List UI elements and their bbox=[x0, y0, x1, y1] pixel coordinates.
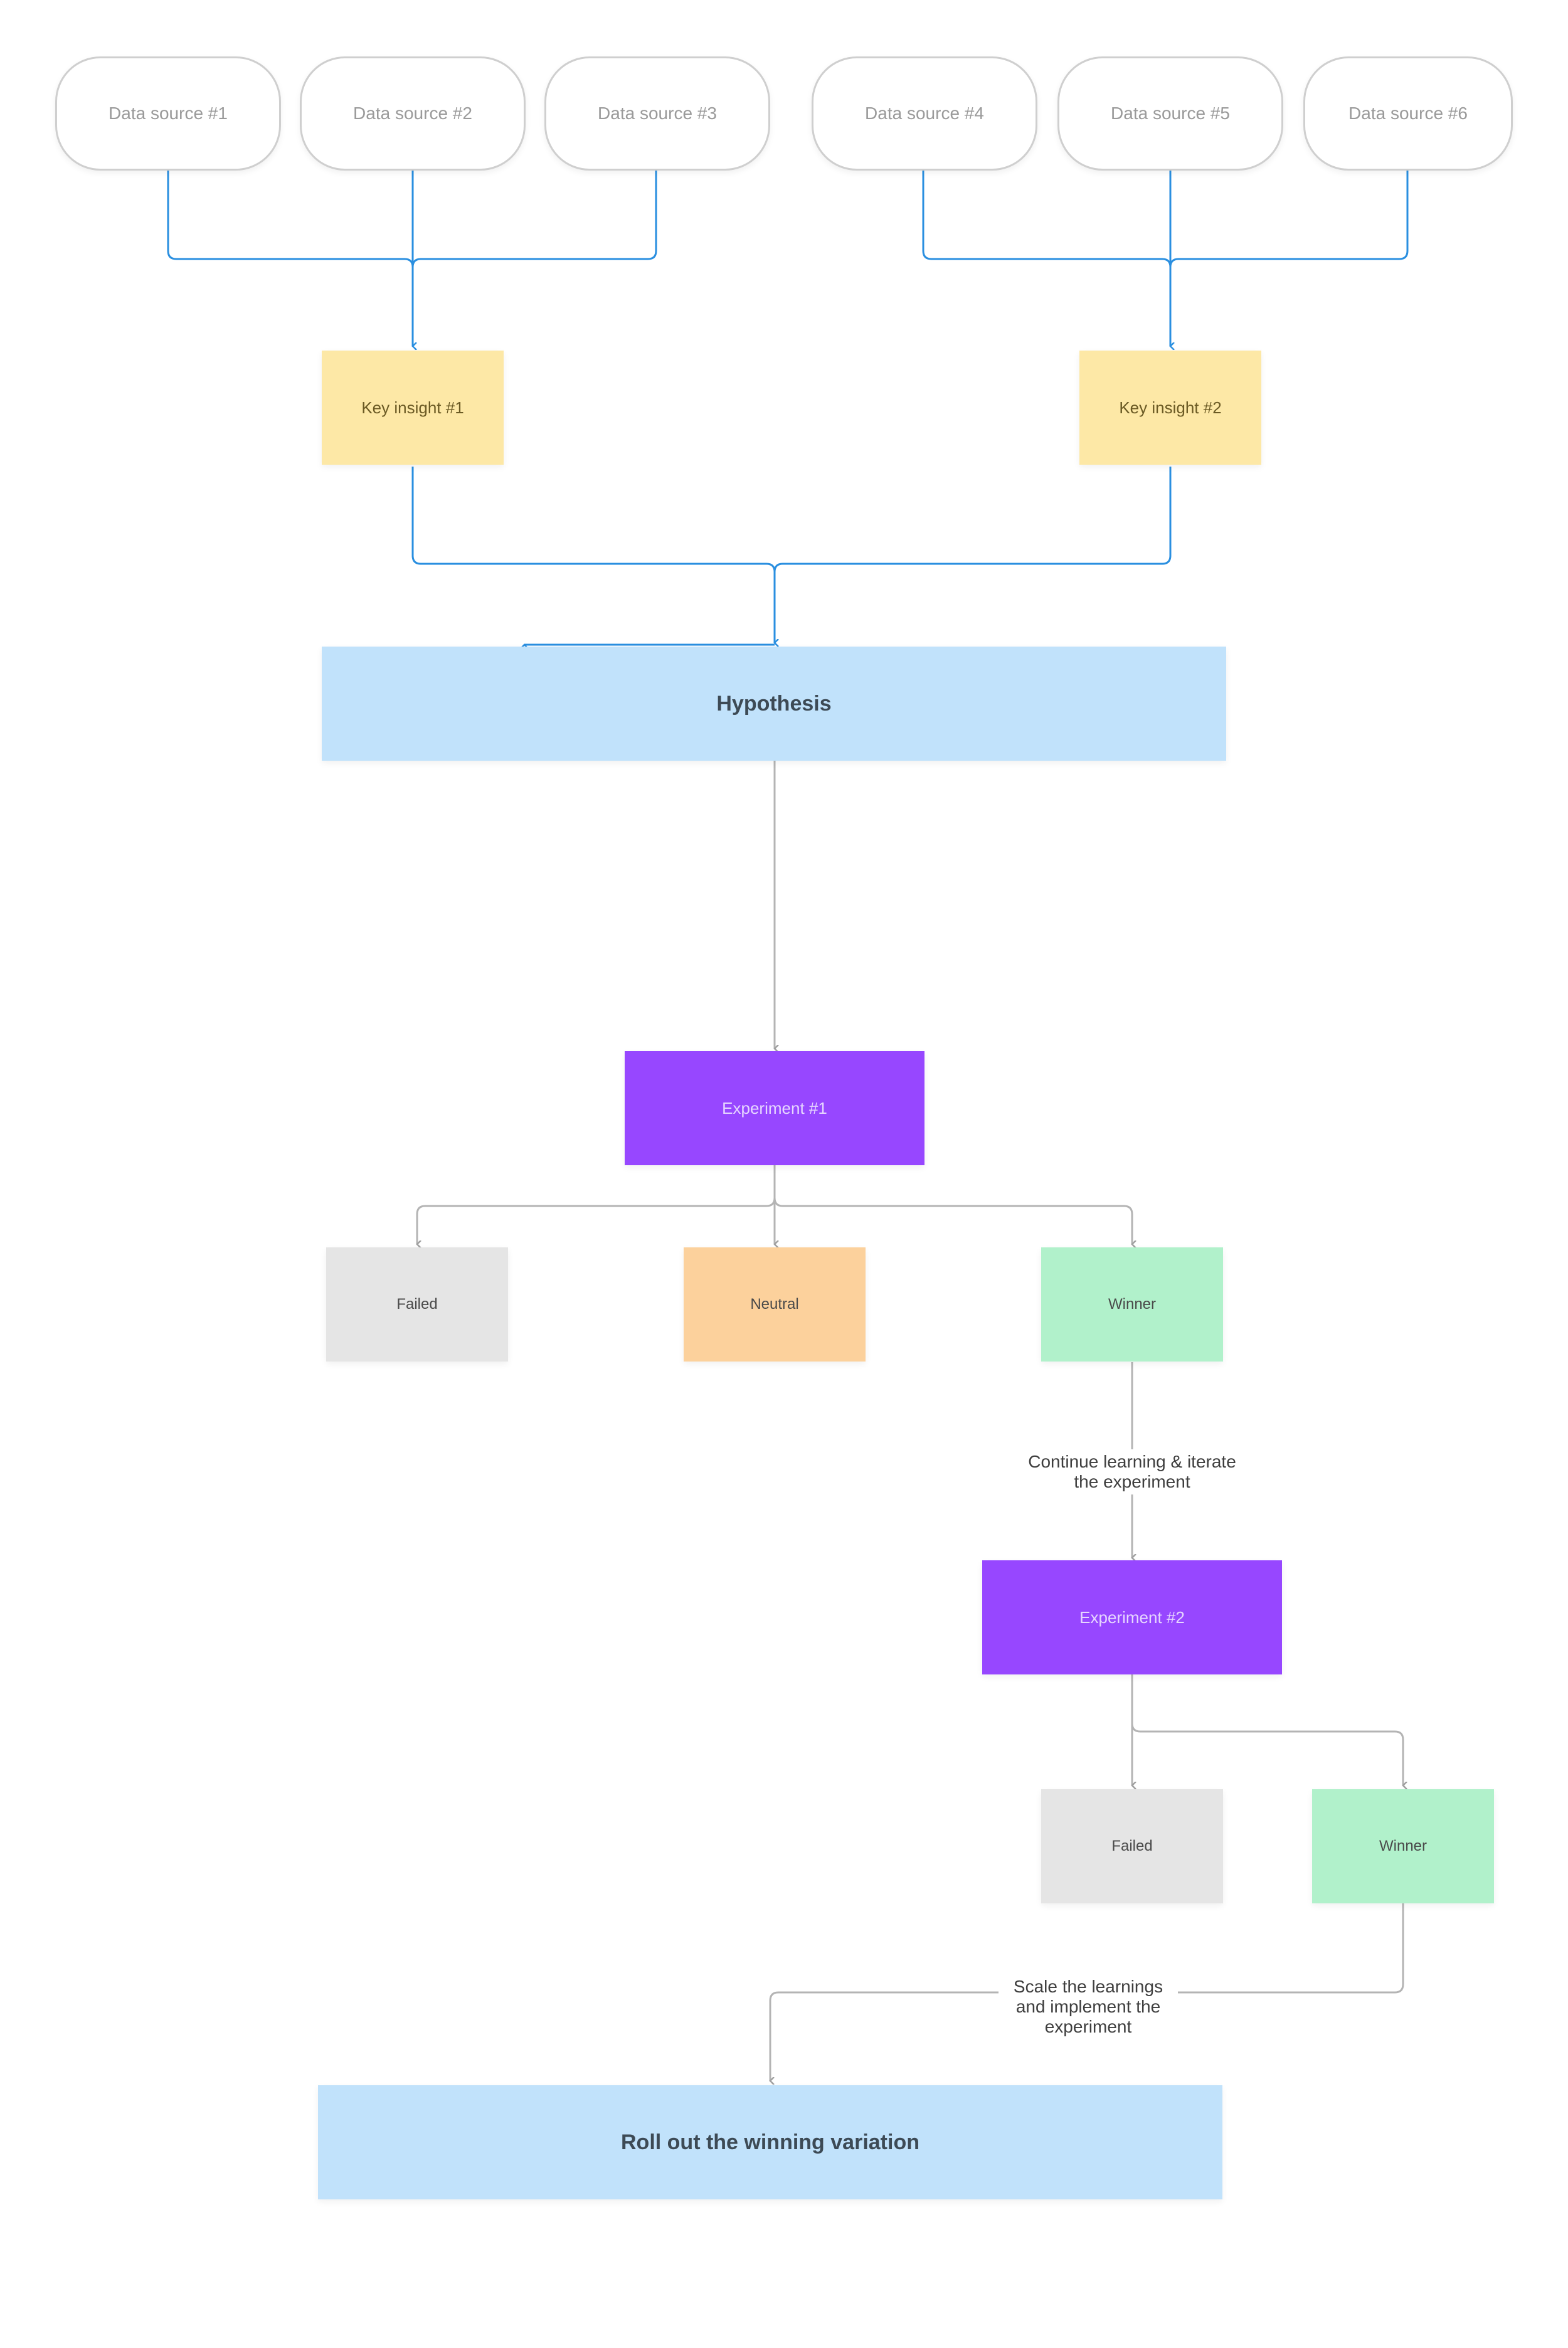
data-source-1: Data source #1 bbox=[55, 56, 281, 171]
result-failed-2: Failed bbox=[1041, 1789, 1223, 1903]
result-winner-1: Winner bbox=[1041, 1247, 1223, 1362]
result-label: Failed bbox=[396, 1296, 438, 1313]
data-source-3: Data source #3 bbox=[544, 56, 770, 171]
experiment-1: Experiment #1 bbox=[625, 1051, 924, 1165]
final-label: Roll out the winning variation bbox=[621, 2130, 919, 2154]
data-source-label: Data source #1 bbox=[109, 103, 228, 123]
edge-label-scale: Scale the learnings and implement the ex… bbox=[999, 1974, 1178, 2039]
connector-source6-insight2 bbox=[1169, 171, 1409, 268]
connector-experiment1-winner bbox=[773, 1197, 1132, 1244]
hypothesis-box: Hypothesis bbox=[322, 647, 1226, 761]
data-source-5: Data source #5 bbox=[1057, 56, 1283, 171]
key-insight-label: Key insight #2 bbox=[1119, 398, 1222, 417]
data-source-label: Data source #6 bbox=[1348, 103, 1468, 123]
result-label: Winner bbox=[1108, 1296, 1157, 1313]
data-source-label: Data source #2 bbox=[353, 103, 472, 123]
result-label: Neutral bbox=[750, 1296, 799, 1313]
result-failed-1: Failed bbox=[326, 1247, 508, 1362]
data-source-4: Data source #4 bbox=[812, 56, 1037, 171]
result-neutral-1: Neutral bbox=[684, 1247, 866, 1362]
connector-insight1-hypothesis bbox=[411, 467, 775, 643]
connector-source4-insight2 bbox=[922, 171, 1170, 346]
experiment-2: Experiment #2 bbox=[982, 1560, 1282, 1674]
key-insight-label: Key insight #1 bbox=[361, 398, 464, 417]
edge-label-iterate: Continue learning & iterate the experime… bbox=[1016, 1449, 1248, 1494]
experiment-label: Experiment #2 bbox=[1079, 1607, 1185, 1627]
hypothesis-label: Hypothesis bbox=[716, 691, 832, 716]
connector-source3-insight1 bbox=[411, 171, 657, 268]
final-box: Roll out the winning variation bbox=[318, 2085, 1222, 2199]
data-source-label: Data source #3 bbox=[598, 103, 717, 123]
result-label: Winner bbox=[1379, 1838, 1428, 1854]
data-source-label: Data source #5 bbox=[1111, 103, 1230, 123]
key-insight-1: Key insight #1 bbox=[322, 351, 504, 465]
experiment-label: Experiment #1 bbox=[722, 1098, 827, 1118]
connector-source1-insight1 bbox=[167, 171, 413, 346]
result-label: Failed bbox=[1111, 1838, 1153, 1854]
data-source-6: Data source #6 bbox=[1303, 56, 1513, 171]
connector-experiment1-failed bbox=[417, 1164, 776, 1244]
connector-experiment2-winner bbox=[1131, 1723, 1403, 1785]
data-source-2: Data source #2 bbox=[300, 56, 526, 171]
connector-insight2-hypothesis bbox=[773, 467, 1172, 573]
key-insight-2: Key insight #2 bbox=[1079, 351, 1261, 465]
result-winner-2: Winner bbox=[1312, 1789, 1494, 1903]
data-source-label: Data source #4 bbox=[865, 103, 984, 123]
